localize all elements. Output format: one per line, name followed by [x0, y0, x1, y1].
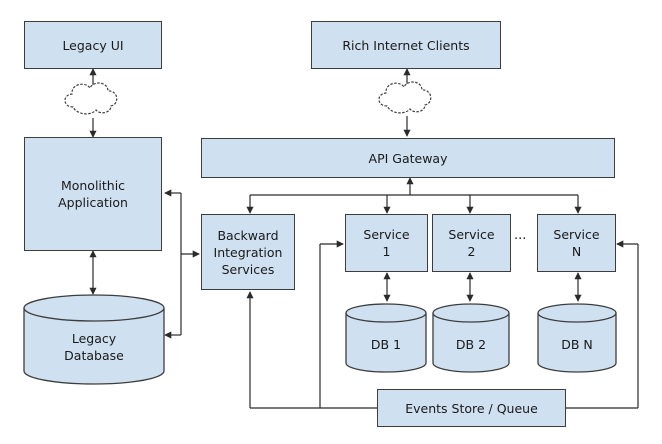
db1-cylinder [345, 303, 427, 373]
dbN-cylinder [537, 303, 617, 373]
gateway-bus [246, 177, 582, 214]
legacy-database-label: Legacy Database [64, 331, 124, 363]
legacy-ui-node: Legacy UI [24, 21, 162, 69]
rich-clients-link [378, 68, 432, 137]
db2-cylinder [432, 303, 510, 373]
legacy-database-cylinder [23, 294, 165, 385]
api-gateway-node: API Gateway [201, 138, 615, 178]
legacy-ui-link [64, 68, 118, 138]
dbn-label: DB N [561, 336, 593, 352]
network-cloud-icon [64, 82, 118, 115]
events-store-queue-node: Events Store / Queue [377, 389, 566, 427]
monolithic-application-node: Monolithic Application [24, 137, 162, 251]
network-cloud-icon [378, 81, 432, 114]
service-db-arrows [383, 272, 582, 302]
db2-label: DB 2 [455, 336, 487, 352]
service-1-node: Service 1 [345, 214, 428, 272]
service-n-node: Service N [537, 214, 616, 272]
backward-integration-bracket [164, 189, 200, 339]
more-services-ellipsis: ... [514, 228, 527, 243]
backward-integration-services-node: Backward Integration Services [201, 214, 295, 290]
rich-internet-clients-node: Rich Internet Clients [311, 21, 501, 69]
service-2-node: Service 2 [432, 214, 511, 272]
db1-label: DB 1 [370, 336, 402, 352]
events-store-links [246, 240, 639, 409]
